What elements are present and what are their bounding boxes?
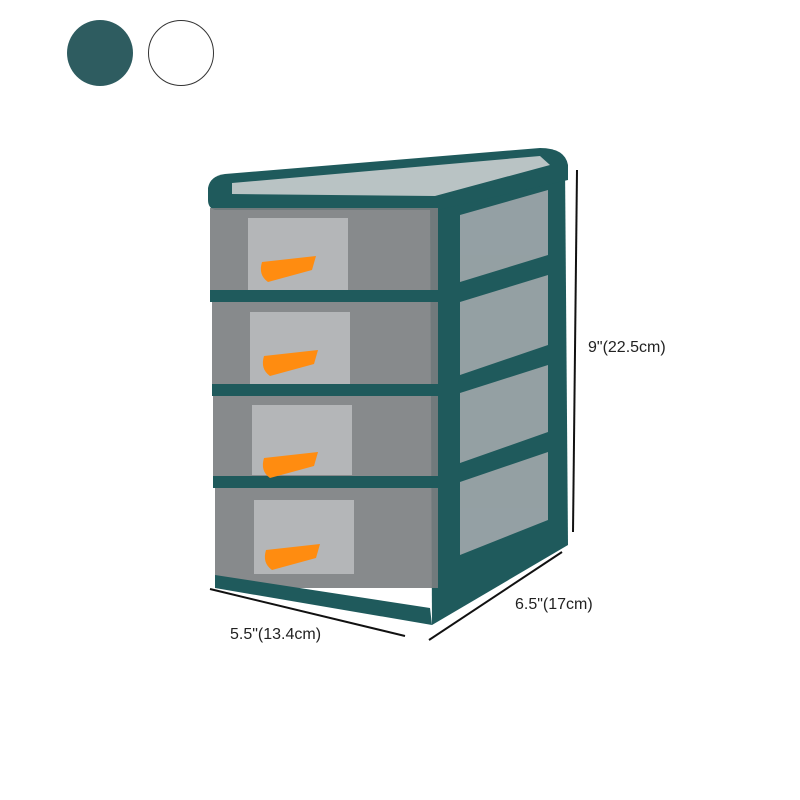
color-swatch-white[interactable] <box>148 20 214 86</box>
drawers <box>210 208 438 625</box>
color-swatch-teal[interactable] <box>67 20 133 86</box>
depth-dimension-line <box>428 551 563 641</box>
depth-label: 6.5"(17cm) <box>515 596 593 613</box>
height-dimension-line <box>572 169 578 533</box>
width-label: 5.5"(13.4cm) <box>230 626 322 643</box>
width-dimension-line <box>209 588 406 637</box>
height-label: 9"(22.5cm) <box>588 339 666 356</box>
